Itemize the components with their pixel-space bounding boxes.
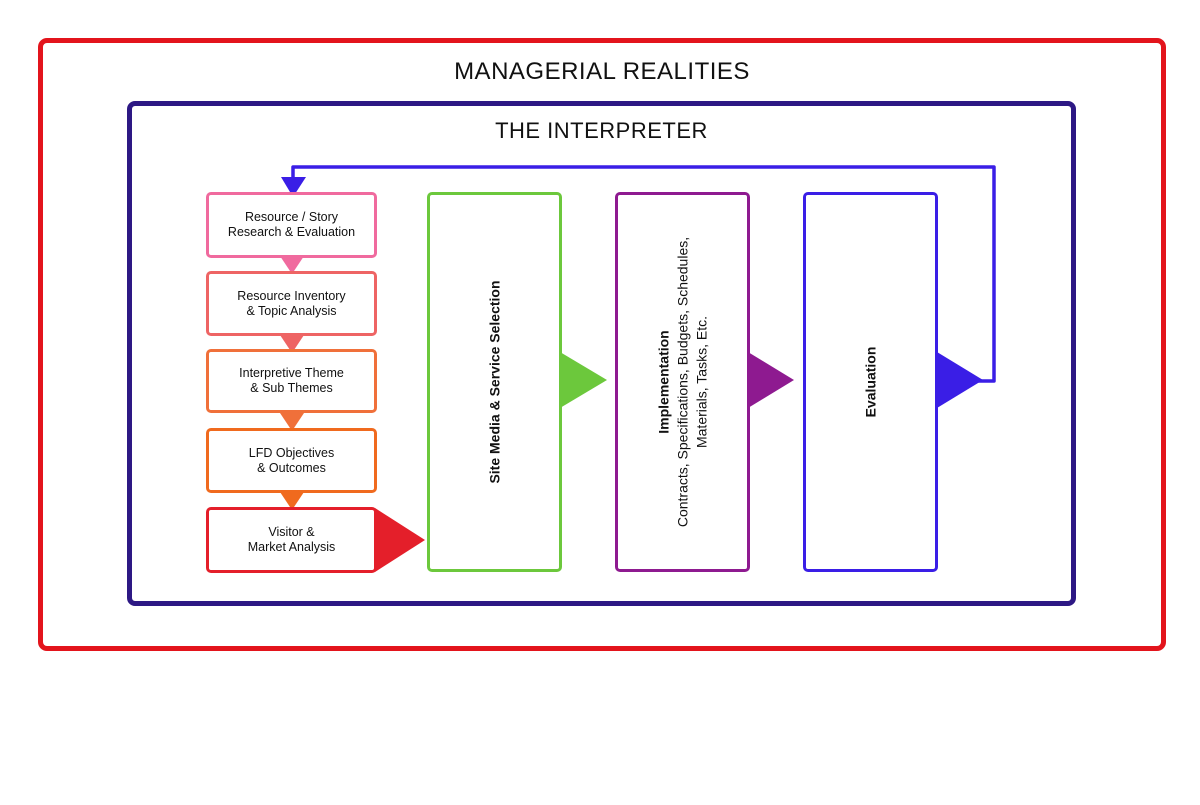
step-resource-story-research: Resource / Story Research & Evaluation [206, 192, 377, 258]
arrow-step-2-to-3 [280, 335, 304, 353]
step-label: Resource / Story Research & Evaluation [227, 210, 356, 239]
feedback-loop-line [291, 165, 996, 383]
step-label: Interpretive Theme & Sub Themes [239, 366, 344, 395]
column-heading: Site Media & Service Selection [486, 280, 502, 484]
arrow-visitor-to-site-media [375, 508, 425, 572]
column-text: Site Media & Service Selection [485, 202, 504, 562]
arrow-step-4-to-5 [280, 492, 304, 510]
step-resource-inventory: Resource Inventory & Topic Analysis [206, 271, 377, 336]
arrow-implementation-to-evaluation [748, 352, 794, 408]
step-interpretive-theme: Interpretive Theme & Sub Themes [206, 349, 377, 413]
step-label: Resource Inventory & Topic Analysis [237, 288, 346, 318]
outer-title: MANAGERIAL REALITIES [454, 58, 750, 85]
arrow-step-3-to-4 [280, 413, 304, 431]
feedback-loop-arrowhead [281, 177, 306, 197]
inner-title: THE INTERPRETER [495, 118, 708, 143]
interpreter-frame [127, 101, 1076, 606]
column-implementation: Implementation Contracts, Specifications… [615, 192, 750, 572]
managerial-realities-frame [38, 38, 1166, 651]
arrow-step-1-to-2 [280, 256, 304, 274]
column-detail: Contracts, Specifications, Budgets, Sche… [674, 236, 709, 528]
column-evaluation: Evaluation [803, 192, 938, 572]
column-heading: Implementation [655, 330, 671, 434]
column-heading: Evaluation [862, 346, 878, 418]
arrow-site-media-to-implementation [560, 352, 607, 408]
step-label: Visitor & Market Analysis [247, 525, 336, 554]
column-site-media-service-selection: Site Media & Service Selection [427, 192, 562, 572]
step-label: LFD Objectives & Outcomes [248, 445, 335, 475]
column-text: Implementation Contracts, Specifications… [654, 232, 711, 532]
column-text: Evaluation [861, 202, 880, 562]
step-visitor-market-analysis: Visitor & Market Analysis [206, 507, 377, 573]
step-lfd-objectives: LFD Objectives & Outcomes [206, 428, 377, 493]
arrow-evaluation-to-feedback [937, 352, 983, 408]
